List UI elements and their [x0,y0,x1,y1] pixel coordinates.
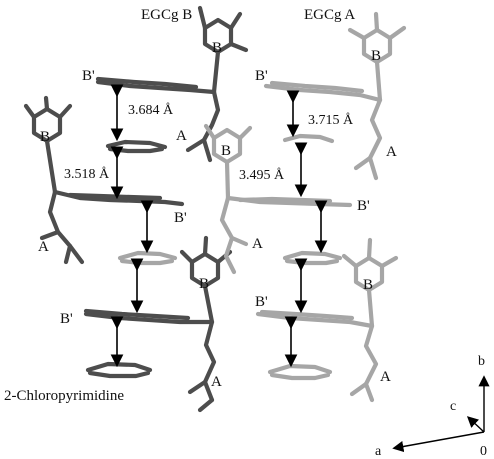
label-egcg-b: EGCg B [141,7,192,23]
ring-label-b: B [199,276,209,292]
ring-label-a: A [38,239,49,255]
ring-label-b-prime: B' [82,68,95,84]
axis-label-b: b [478,354,485,369]
distance-label-3518: 3.518 Å [64,166,110,182]
ring-label-b-prime: B' [357,198,370,214]
axis-triad: b c a 0 [375,354,490,459]
distance-label-3495: 3.495 Å [239,167,285,183]
egcg-b-bottom-molecule [83,235,233,413]
egcg-b-top-molecule [95,5,249,163]
ring-label-b-prime: B' [60,311,73,327]
ring-label-a: A [252,236,263,252]
ring-label-b-prime: B' [255,68,268,84]
ring-label-b-prime: B' [174,210,187,226]
ring-label-a: A [176,128,187,144]
distance-label-3715: 3.715 Å [308,112,354,128]
ring-label-a: A [380,369,391,385]
axis-label-origin: 0 [480,444,487,459]
axis-label-a: a [375,444,382,459]
egcg-a-top-molecule [263,11,407,181]
pyrimidine-light-3 [267,363,333,381]
pyrimidine-dark-2 [85,361,153,379]
axis-label-c: c [450,399,456,414]
pyrimidine-light-2 [282,250,343,266]
distance-label-3684: 3.684 Å [128,102,174,118]
label-2-chloropyrimidine: 2-Chloropyrimidine [4,388,124,404]
ring-label-b: B [221,143,231,159]
ring-label-b-prime: B' [255,294,268,310]
ring-label-b: B [363,277,373,293]
ring-label-a: A [211,374,222,390]
ring-label-b: B [212,40,222,56]
pyrimidine-dark-1 [105,139,168,154]
pyrimidine-light-1 [117,250,178,266]
distance-arrows [110,84,328,368]
egcg-a-bottom-molecule [255,237,399,403]
ring-label-a: A [386,144,397,160]
label-egcg-a: EGCg A [304,7,355,23]
egcg-b-left-molecule [23,95,185,265]
pyrimidine-light-4 [282,133,335,144]
egcg-a-middle-molecule [203,123,353,275]
ring-label-b: B [40,129,50,145]
ring-label-b: B [371,48,381,64]
